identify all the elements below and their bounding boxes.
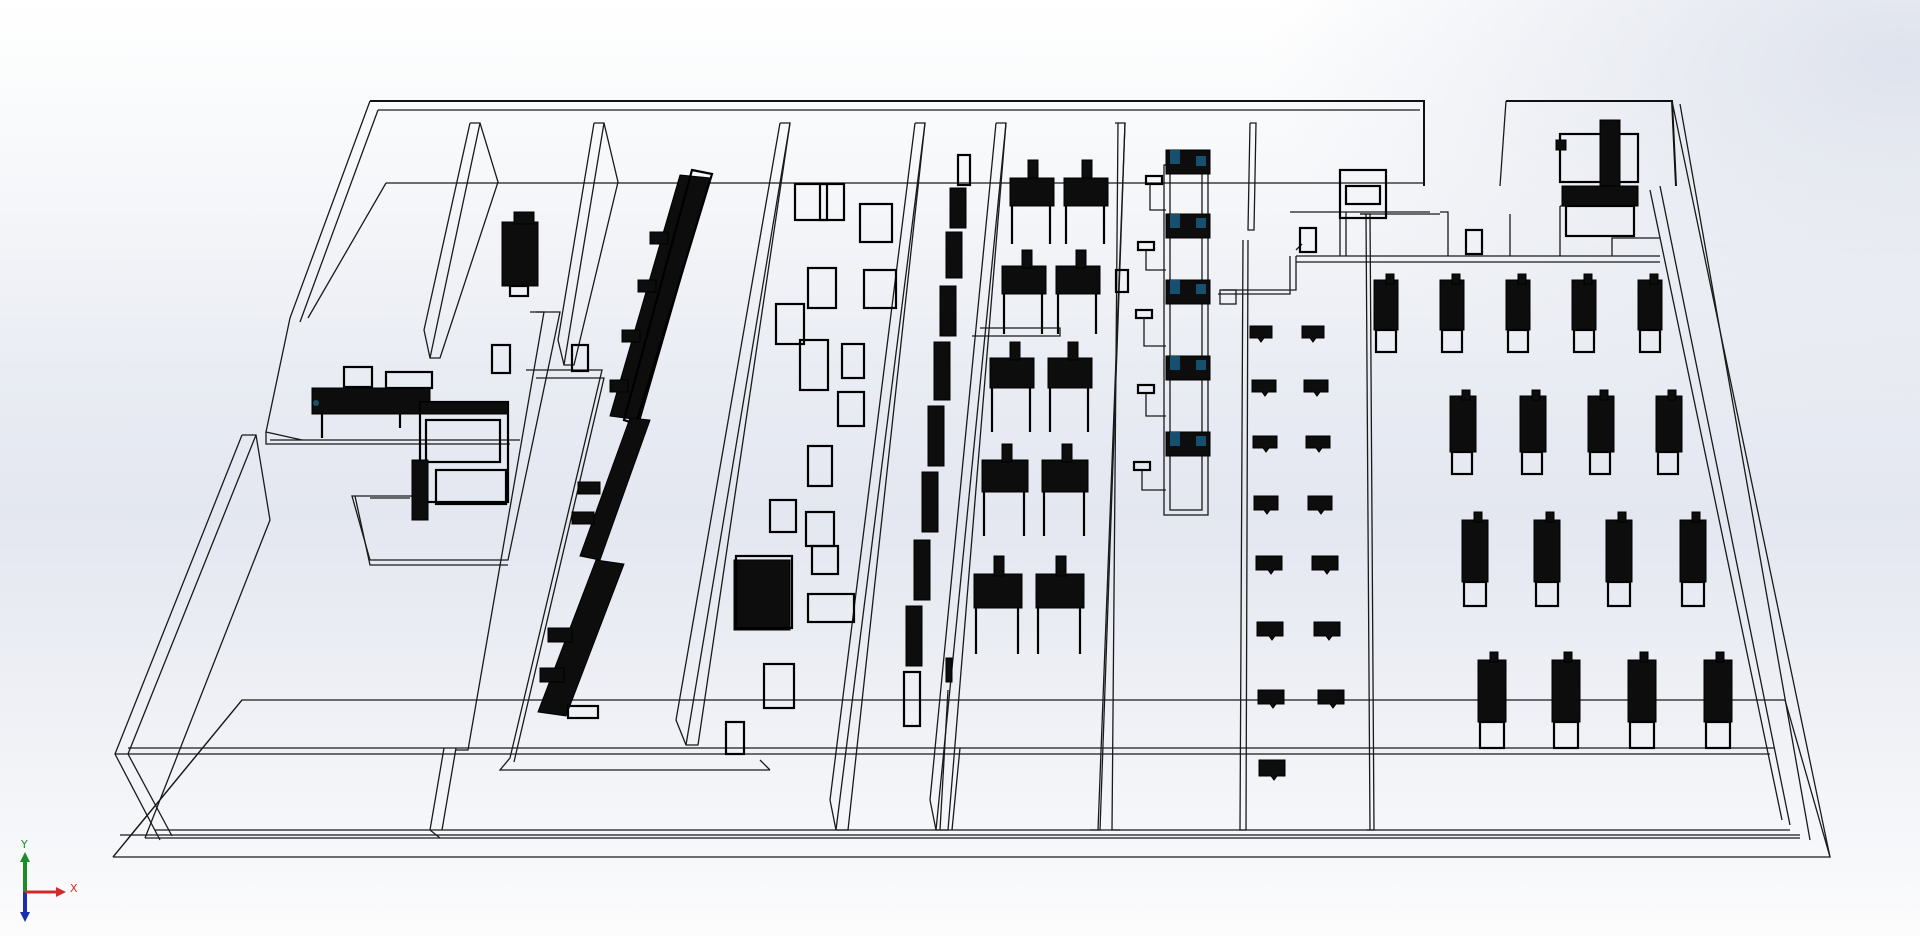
machine-pair (1255, 555, 1339, 575)
robot-station[interactable] (1144, 149, 1211, 186)
machine-row-4 (1477, 651, 1733, 750)
zone-4-robot-line[interactable] (902, 153, 972, 728)
machine-pair (1249, 325, 1325, 343)
machine-unit (1449, 389, 1477, 476)
zone-3-racks[interactable] (724, 182, 898, 756)
workstation-pair[interactable] (989, 341, 1093, 432)
zone-1-machines[interactable] (311, 211, 590, 521)
workstation-pair[interactable] (1001, 249, 1101, 334)
machine-unit (1533, 511, 1561, 608)
machine-row-1 (1373, 273, 1663, 354)
machine-unit (1505, 273, 1531, 354)
machine-unit (1703, 651, 1733, 750)
machine-single (1258, 759, 1286, 781)
zone-6-transfer-line[interactable] (1114, 149, 1237, 516)
machine-unit (1655, 389, 1683, 476)
machine-unit (1587, 389, 1615, 476)
machine-pair (1257, 689, 1345, 709)
machine-pair (1253, 495, 1333, 515)
machine-pair (1251, 379, 1329, 397)
zone-7-small-machines[interactable] (1249, 325, 1345, 781)
rails (265, 205, 1660, 771)
machine-unit (1373, 273, 1399, 354)
workstation-pair[interactable] (981, 443, 1089, 536)
axis-triad-icon (20, 852, 66, 922)
floor-slab (112, 699, 1831, 858)
partition-walls (351, 122, 1375, 839)
robot-station[interactable] (1165, 213, 1211, 239)
machine-pair (1256, 621, 1341, 641)
machine-unit (1605, 511, 1633, 608)
zone-8-machine-grid[interactable] (1298, 119, 1733, 750)
y-axis-label: Y (21, 838, 28, 851)
machine-unit (1679, 511, 1707, 608)
machine-row-2 (1449, 389, 1683, 476)
zone-5-workstations[interactable] (972, 159, 1109, 654)
machine-unit (1439, 273, 1465, 354)
machine-unit (1519, 389, 1547, 476)
zone-2-conveyor-line[interactable] (537, 168, 714, 720)
perimeter-walls (114, 100, 1831, 858)
machine-unit (1477, 651, 1507, 750)
machine-row-3 (1461, 511, 1707, 608)
robot-station[interactable] (1136, 240, 1211, 305)
machine-unit (1571, 273, 1597, 354)
machine-unit (1627, 651, 1657, 750)
machine-unit (1461, 511, 1489, 608)
workstation-pair[interactable] (1009, 159, 1109, 244)
machine-unit (1551, 651, 1581, 750)
x-axis-label: X (70, 882, 78, 895)
machine-unit (1637, 273, 1663, 354)
workstation-pair[interactable] (973, 555, 1085, 654)
coordinate-triad: Y X (8, 838, 88, 926)
machine-pair (1252, 435, 1331, 453)
robot-station[interactable] (1134, 308, 1211, 381)
